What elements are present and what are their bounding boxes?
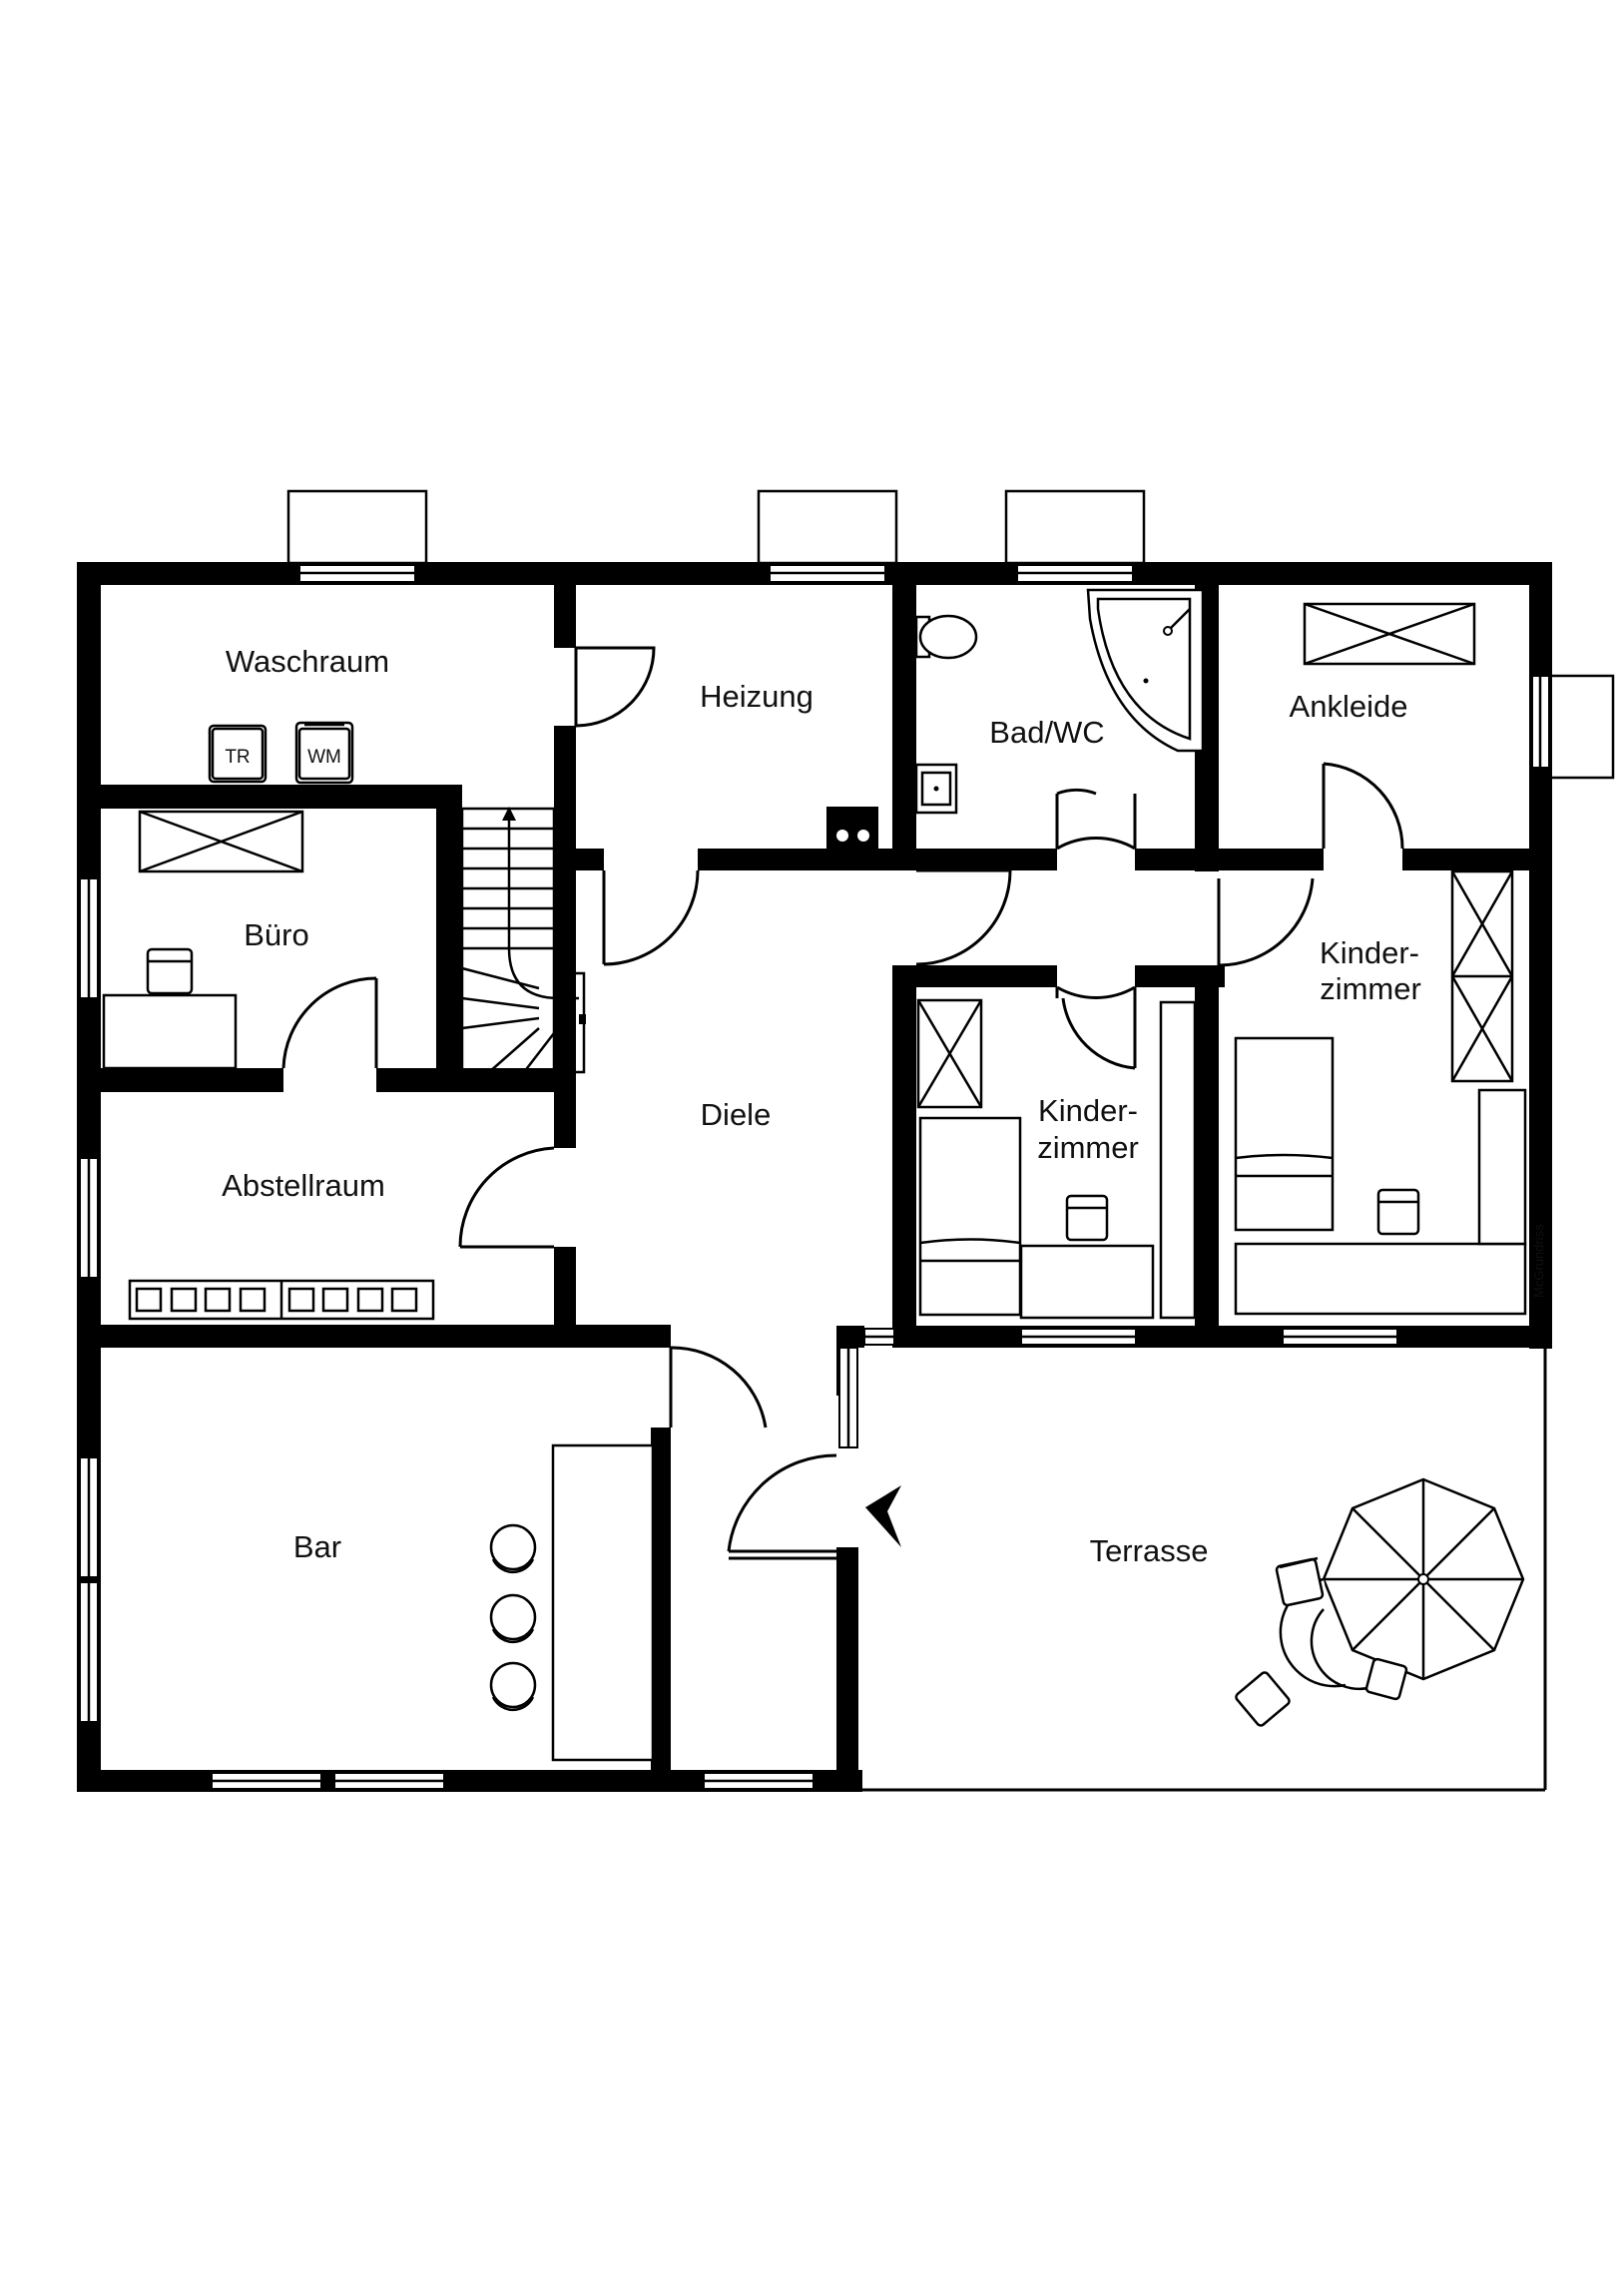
bathtub-icon xyxy=(1086,588,1205,753)
room-label-bar: Bar xyxy=(293,1529,341,1564)
tall-shelf-icon xyxy=(1159,1000,1197,1320)
dryer-icon: TR xyxy=(208,724,268,784)
brand-watermark: McGrundriss xyxy=(1531,1224,1546,1298)
bed-icon xyxy=(918,1116,1022,1317)
room-label-diele: Diele xyxy=(701,1097,772,1132)
bar-stool-icon xyxy=(489,1661,537,1712)
garden-chair-icon xyxy=(1235,1671,1291,1727)
chair-icon xyxy=(1065,1194,1109,1242)
room-label-heizung: Heizung xyxy=(700,679,813,714)
furniture: TR WM xyxy=(102,588,1527,1762)
bar-stool-icon xyxy=(489,1593,537,1644)
office-desk-icon xyxy=(102,993,238,1070)
room-label-waschraum: Waschraum xyxy=(226,644,389,679)
dryer-label: TR xyxy=(225,747,250,768)
bar-counter-icon xyxy=(551,1443,655,1762)
wardrobe-icon xyxy=(916,998,983,1109)
room-label-kinderzimmer-right-line1: Kinder- xyxy=(1320,935,1419,970)
bar-stool-icon xyxy=(489,1523,537,1574)
desk-icon xyxy=(1234,1088,1527,1316)
room-label-kinderzimmer-mid-line2: zimmer xyxy=(1037,1130,1139,1165)
wardrobe-icon xyxy=(1450,869,1514,1083)
parasol-icon xyxy=(1322,1477,1525,1681)
windows xyxy=(79,564,1550,1790)
room-label-terrasse: Terrasse xyxy=(1090,1533,1209,1568)
sink-icon xyxy=(914,763,958,815)
room-labels: Waschraum Heizung Bad/WC Ankleide Büro K… xyxy=(222,644,1421,1568)
room-label-bad: Bad/WC xyxy=(989,715,1104,750)
doors xyxy=(281,646,1404,1560)
office-chair-icon xyxy=(146,947,194,995)
terrace-outline xyxy=(858,1348,1547,1792)
office-cabinet-icon xyxy=(138,810,304,873)
desk-icon xyxy=(1019,1244,1155,1320)
bed-icon xyxy=(1234,1036,1335,1232)
washer-icon: WM xyxy=(294,721,354,785)
entrance-arrow-icon xyxy=(865,1485,901,1547)
garden-chair-icon xyxy=(1275,1556,1325,1607)
room-label-kinderzimmer-mid-line1: Kinder- xyxy=(1038,1093,1138,1128)
boiler-icon xyxy=(826,807,878,851)
room-label-ankleide: Ankleide xyxy=(1290,689,1408,724)
wardrobe-icon xyxy=(1303,602,1476,666)
chair-icon xyxy=(1376,1188,1420,1236)
garden-chair-icon xyxy=(1364,1657,1408,1701)
storage-shelf-icon xyxy=(128,1279,435,1321)
room-label-kinderzimmer-right-line2: zimmer xyxy=(1320,971,1421,1006)
washer-label: WM xyxy=(307,747,341,768)
toilet-icon xyxy=(914,614,978,660)
staircase xyxy=(460,807,586,1074)
room-label-buero: Büro xyxy=(244,917,308,952)
room-label-abstellraum: Abstellraum xyxy=(222,1168,385,1203)
